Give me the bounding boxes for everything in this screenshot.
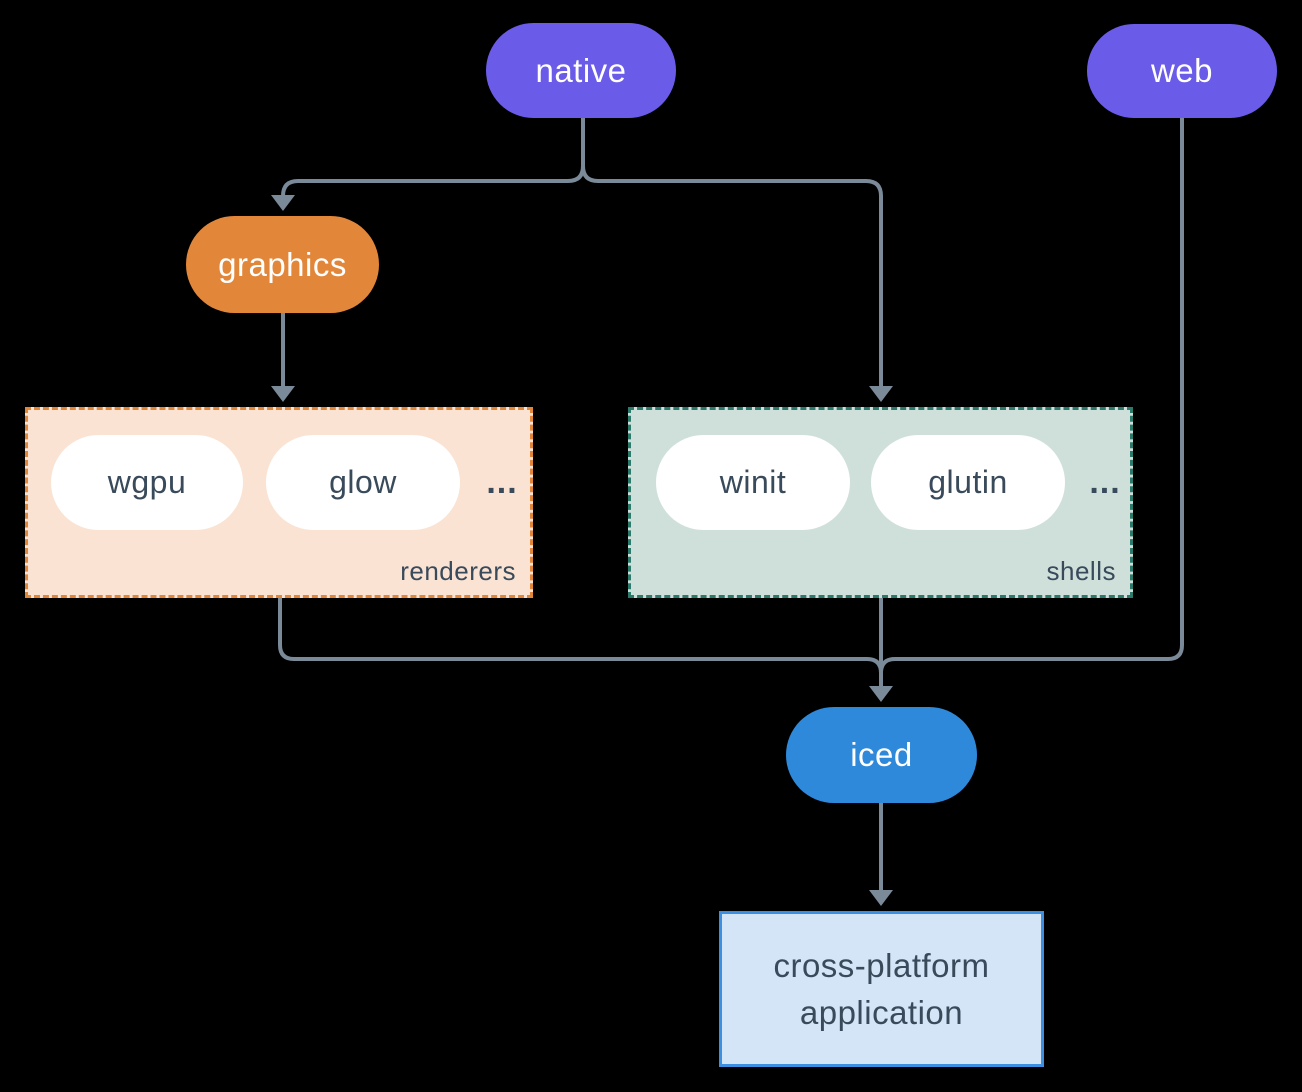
node-iced-label: iced xyxy=(850,736,913,773)
edge-renderers-iced xyxy=(278,598,883,674)
node-winit-label: winit xyxy=(719,464,787,500)
node-glow: glow xyxy=(266,435,460,530)
node-iced: iced xyxy=(786,707,977,803)
node-web-label: web xyxy=(1150,52,1214,89)
edge-native-shells xyxy=(581,165,883,387)
application-label-line2: application xyxy=(799,994,964,1031)
application-label-line1: cross-platform xyxy=(773,947,990,984)
node-glutin-label: glutin xyxy=(928,464,1008,500)
node-glow-label: glow xyxy=(329,464,397,500)
arrowhead-to-graphics xyxy=(271,195,295,211)
node-native-label: native xyxy=(535,51,627,89)
edge-native-graphics xyxy=(281,118,585,197)
shells-ellipsis: ... xyxy=(1089,463,1121,501)
node-wgpu-label: wgpu xyxy=(107,464,187,500)
node-graphics-label: graphics xyxy=(218,245,347,283)
arrowhead-to-application xyxy=(869,890,893,906)
group-renderers: wgpu glow ... renderers xyxy=(25,407,533,598)
arrowhead-to-iced xyxy=(869,686,893,702)
renderers-ellipsis: ... xyxy=(486,463,518,501)
node-web: web xyxy=(1087,24,1277,118)
arrowhead-to-shells xyxy=(869,386,893,402)
shells-group-label: shells xyxy=(1046,556,1116,586)
node-graphics: graphics xyxy=(186,216,379,313)
arrowhead-to-renderers xyxy=(271,386,295,402)
node-native: native xyxy=(486,23,676,118)
group-shells: winit glutin ... shells xyxy=(628,407,1133,598)
node-cross-platform-application: cross-platform application xyxy=(719,911,1044,1067)
node-winit: winit xyxy=(656,435,850,530)
renderers-group-label: renderers xyxy=(400,556,516,586)
node-wgpu: wgpu xyxy=(51,435,243,530)
node-glutin: glutin xyxy=(871,435,1065,530)
